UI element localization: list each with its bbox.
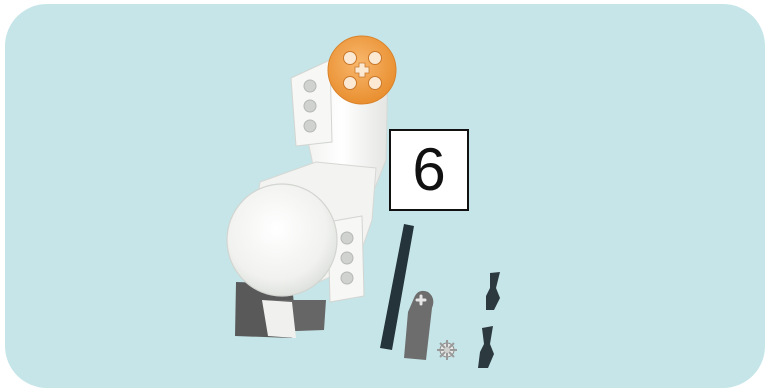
orange-hub (328, 36, 396, 104)
bush-gear (437, 340, 457, 360)
motor-hole (304, 100, 316, 112)
step-number: 6 (412, 140, 445, 200)
motor-hole (341, 232, 353, 244)
motor-hole (304, 80, 316, 92)
step-number-box: 6 (389, 129, 469, 211)
motor-hole (341, 252, 353, 264)
motor-hole (341, 272, 353, 284)
gray-beam-piece (404, 291, 433, 360)
pin-top (486, 272, 500, 310)
motor-hole (304, 120, 316, 132)
pin-bottom (478, 326, 494, 368)
motor-cylinder (227, 184, 337, 296)
